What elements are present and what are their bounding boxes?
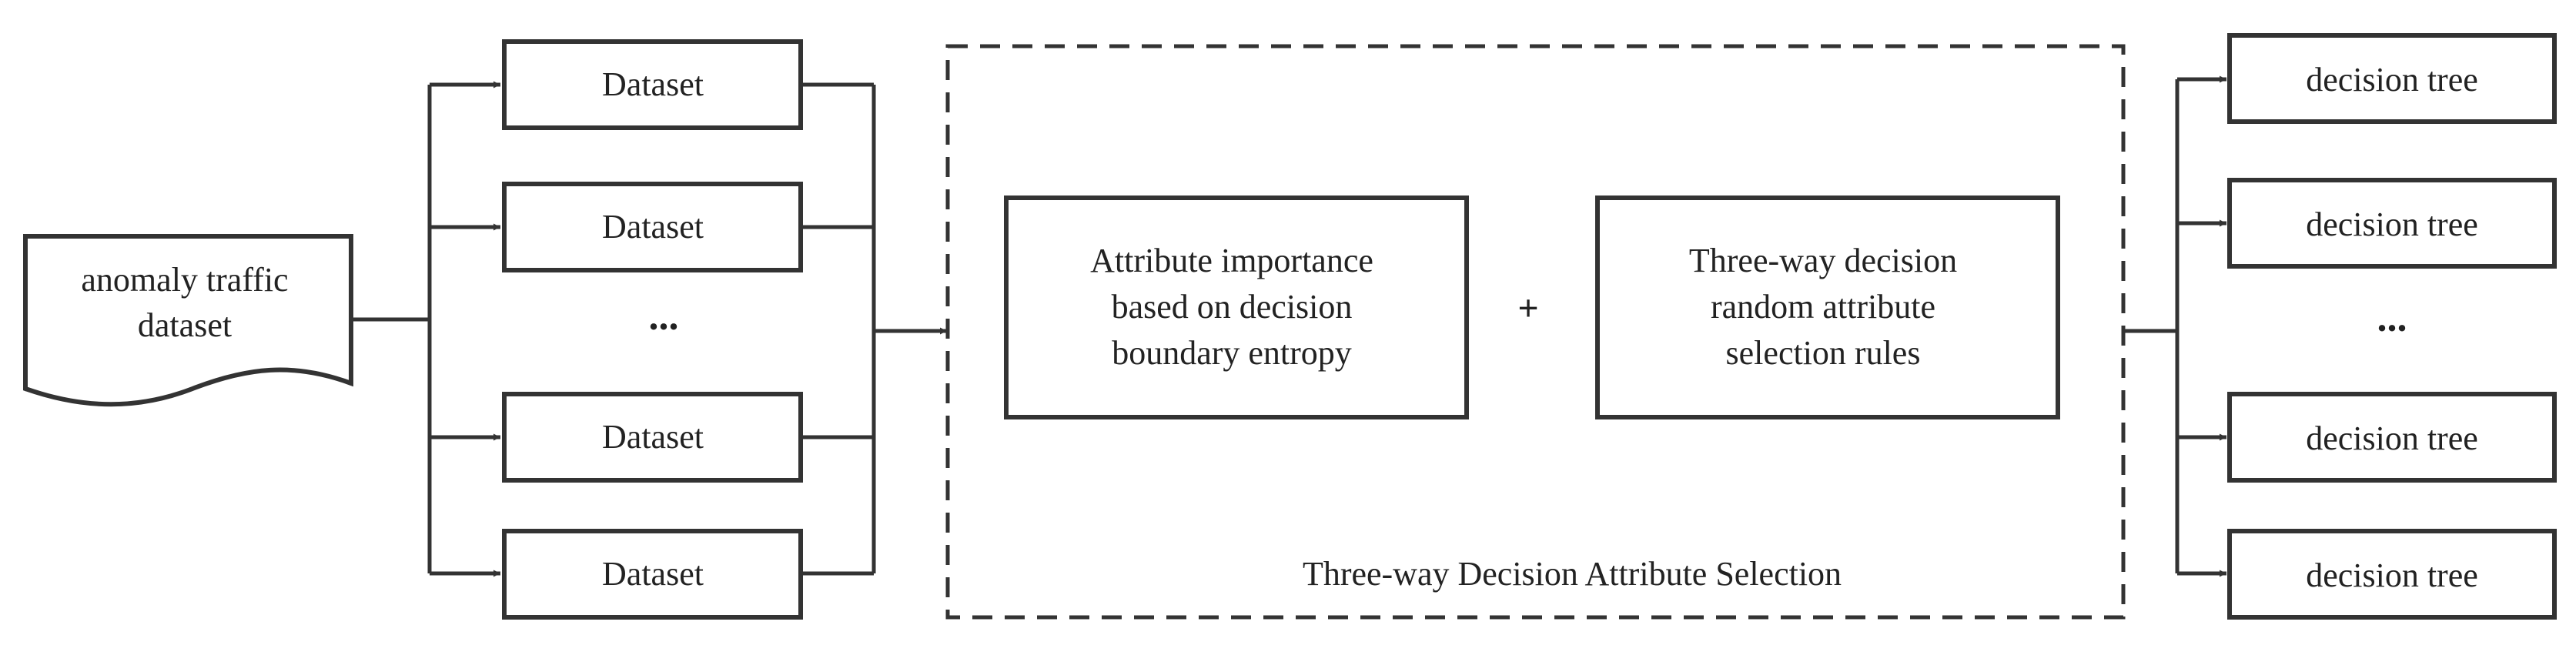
dataset-box-3-frame [502,392,803,483]
selection-caption: Three-way Decision Attribute Selection [1303,555,1842,593]
decision-tree-box-4-frame [2227,529,2557,620]
attribute-importance-line-2: based on decision [1112,288,1353,326]
random-selection-line-2: random attribute [1711,288,1935,326]
random-selection-line-3: selection rules [1726,334,1921,372]
decision-tree-box-4: decision tree [2227,529,2557,620]
dataset-box-2: Dataset [502,182,803,272]
decision-tree-label-3: decision tree [2306,419,2478,457]
merge-connectors [801,82,947,576]
dataset-box-1-frame [502,39,803,130]
decision-tree-box-2: decision tree [2227,178,2557,269]
dataset-box-1: Dataset [502,39,803,130]
decision-tree-box-2-frame [2227,178,2557,269]
dataset-ellipsis: ... [649,295,679,339]
decision-tree-ellipsis: ... [2377,296,2407,340]
decision-tree-box-3-frame [2227,392,2557,483]
dataset-arrows [430,81,500,577]
decision-tree-label-4: decision tree [2306,556,2478,594]
random-selection-rules-box: Three-way decision random attribute sele… [1595,196,2060,419]
decision-tree-box-3: decision tree [2227,392,2557,483]
dataset-label-4: Dataset [602,555,704,593]
random-selection-line-1: Three-way decision [1689,242,1957,279]
attribute-importance-box: Attribute importance based on decision b… [1004,196,1469,419]
document-shape [23,234,353,407]
random-selection-rules-frame [1595,196,2060,419]
plus-sign: + [1517,288,1538,329]
input-label-line-2: dataset [138,306,232,344]
dataset-box-4-frame [502,529,803,620]
decision-tree-label-1: decision tree [2306,61,2478,99]
attribute-importance-frame [1004,196,1469,419]
attribute-importance-line-3: boundary entropy [1112,334,1352,372]
dataset-box-3: Dataset [502,392,803,483]
dataset-label-1: Dataset [602,65,704,103]
decision-tree-box-1-frame [2227,33,2557,124]
decision-tree-label-2: decision tree [2306,206,2478,243]
input-label-line-1: anomaly traffic [81,261,288,299]
input-dataset-node: anomaly traffic dataset [23,234,353,407]
attribute-importance-line-1: Attribute importance [1090,242,1373,279]
three-way-selection-group: Attribute importance based on decision b… [945,44,2126,620]
decision-tree-box-1: decision tree [2227,33,2557,124]
dataset-box-4: Dataset [502,529,803,620]
dataset-label-2: Dataset [602,208,704,246]
dataset-label-3: Dataset [602,418,704,456]
tree-arrows [2177,75,2226,577]
